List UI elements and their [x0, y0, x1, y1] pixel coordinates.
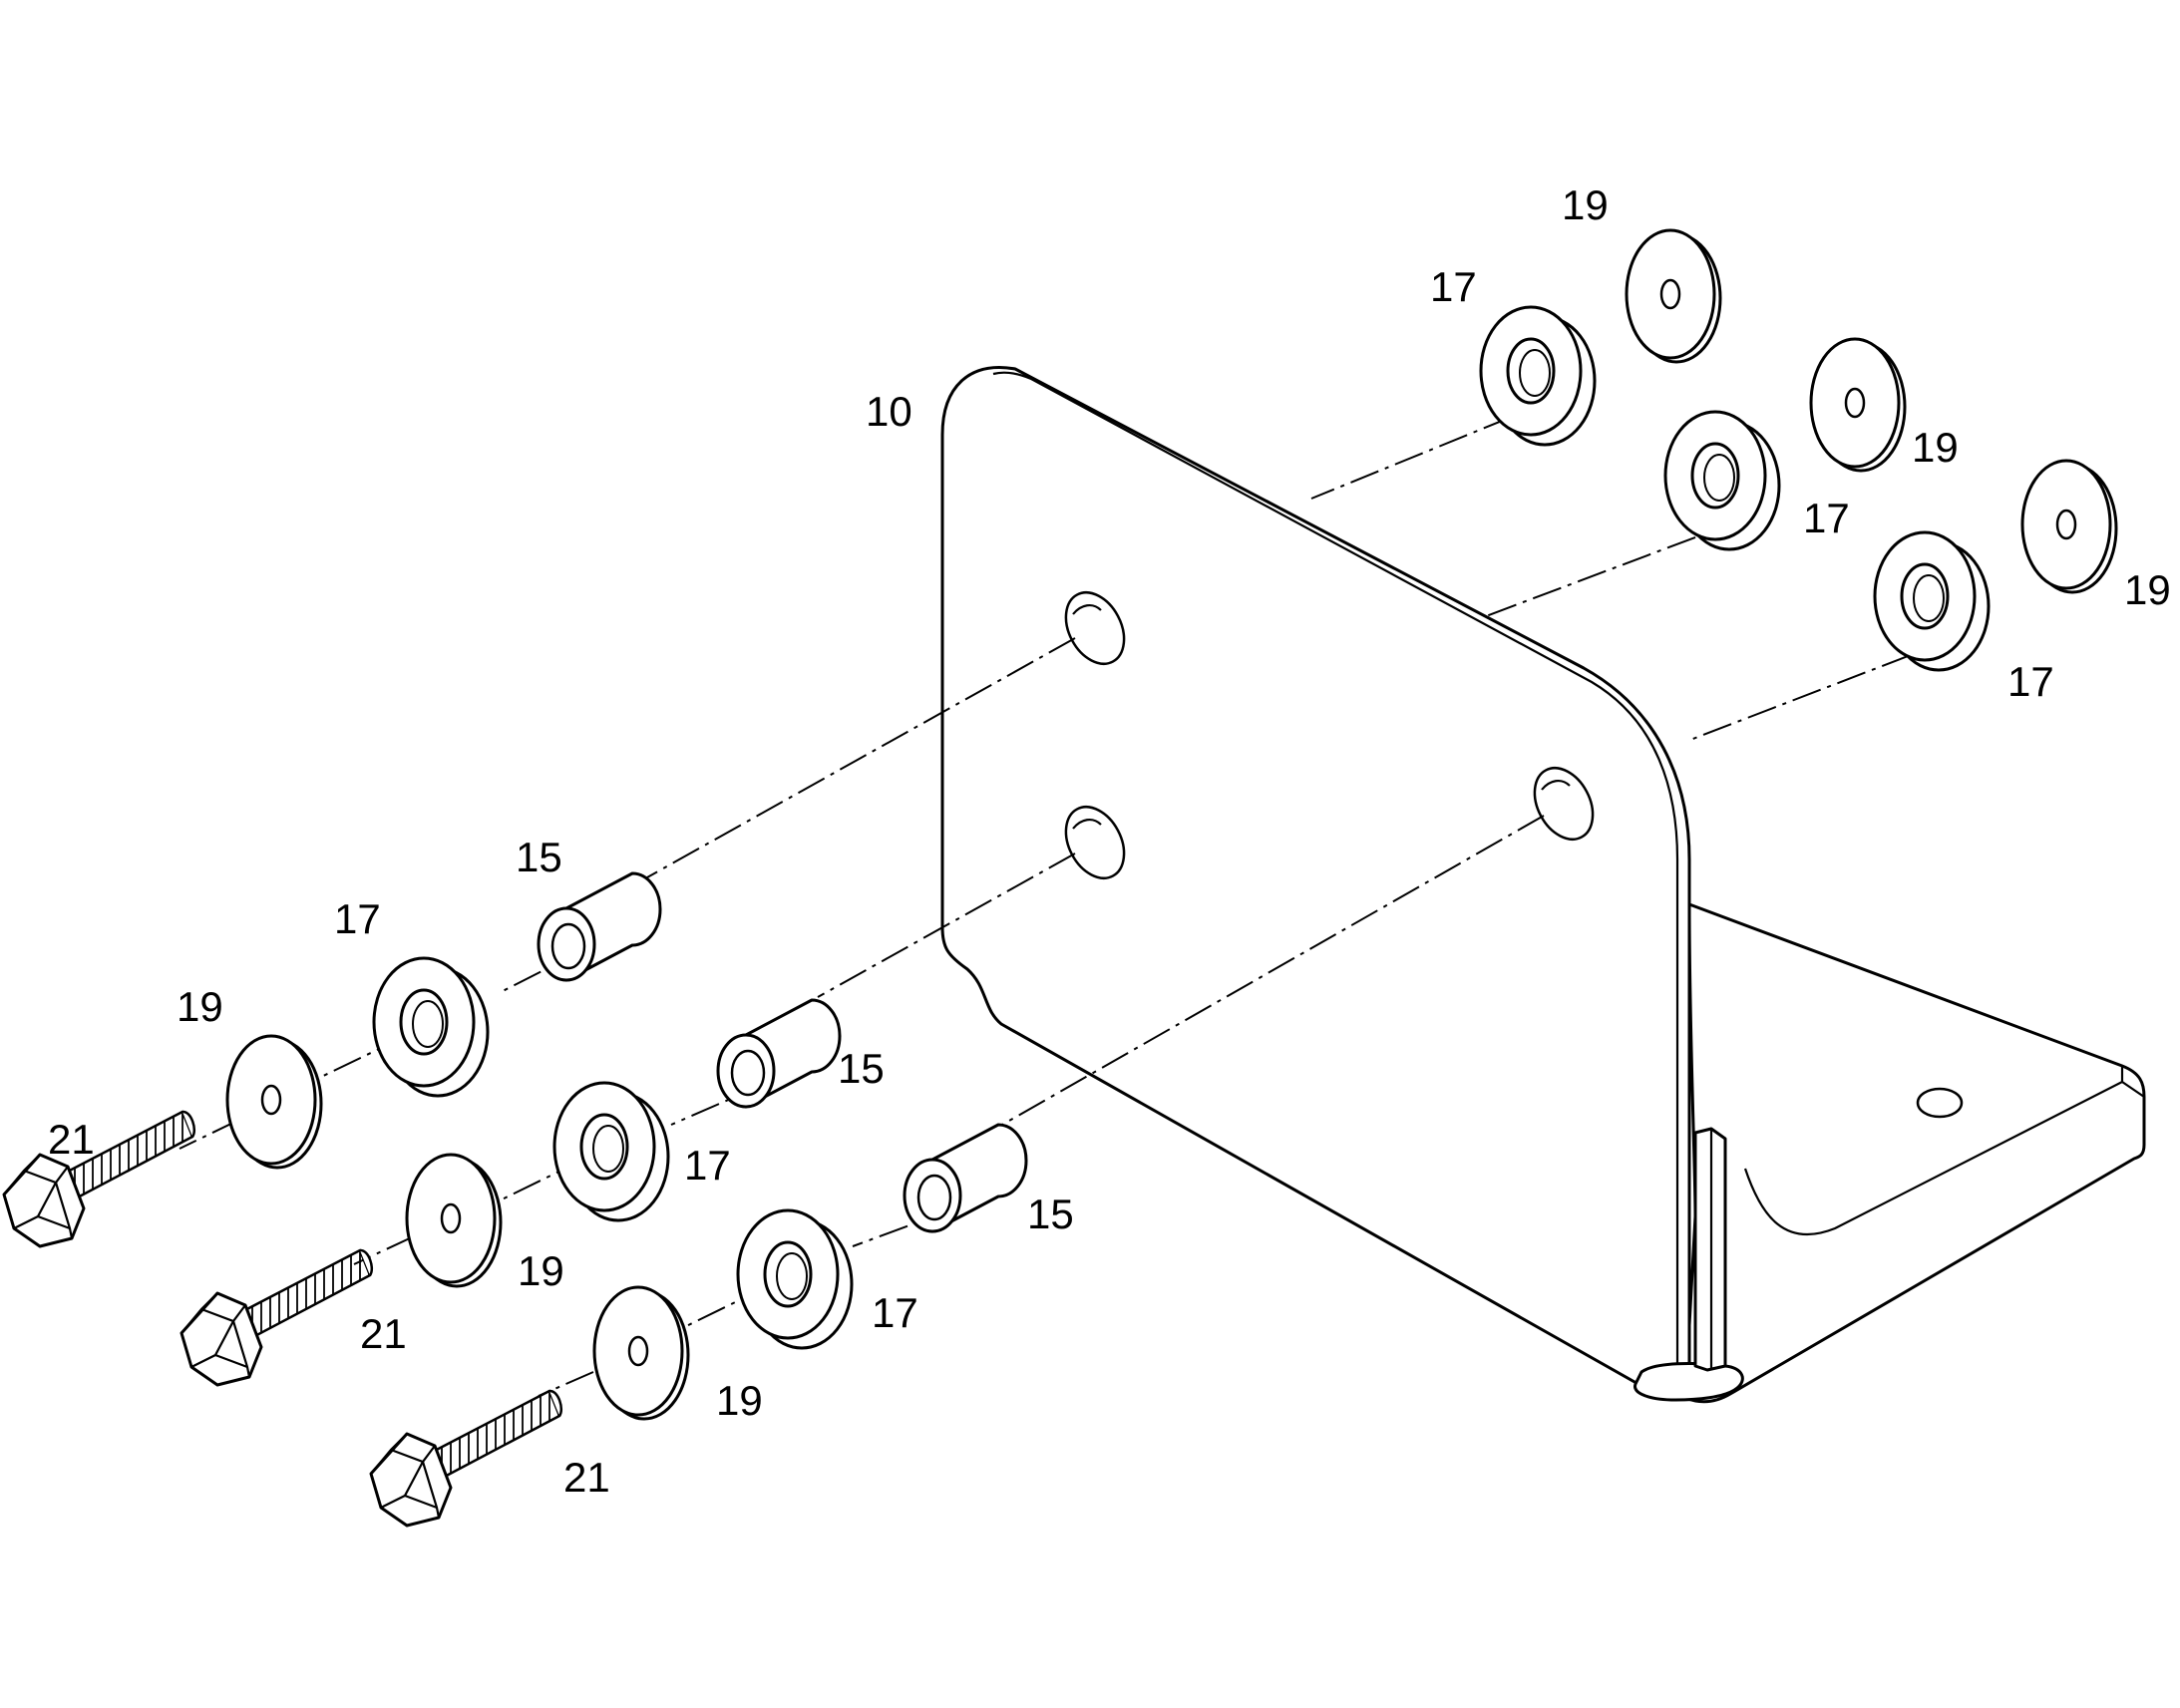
thick-washer-back-bottom [1873, 530, 1991, 672]
thick-washer-front-middle [552, 1081, 670, 1222]
bracket [940, 366, 2146, 1404]
callout-labels: 10 15 15 15 17 17 17 17 17 17 19 19 19 1… [48, 181, 2171, 1501]
callout-21-top: 21 [48, 1116, 95, 1163]
flat-washer-back-middle [1809, 337, 1907, 473]
spacer-middle [716, 998, 842, 1109]
callout-17-front-bottom: 17 [872, 1289, 918, 1336]
callout-17-back-middle: 17 [1803, 495, 1850, 541]
callout-19-front-middle: 19 [518, 1247, 564, 1294]
bolt-middle [180, 1248, 374, 1387]
thick-washer-front-bottom [736, 1208, 854, 1350]
callout-15-middle: 15 [838, 1045, 885, 1092]
flat-washer-back-bottom [2020, 459, 2118, 594]
callout-17-back-top: 17 [1430, 263, 1477, 310]
flat-washer-back-top [1625, 228, 1722, 364]
bolt-top [2, 1110, 196, 1248]
callout-17-back-bottom: 17 [2007, 658, 2054, 705]
flat-washer-front-bottom [592, 1285, 690, 1421]
thick-washer-front-top [372, 956, 490, 1098]
callout-17-front-middle: 17 [684, 1142, 731, 1189]
spacer-top [537, 871, 662, 982]
flat-washer-front-middle [405, 1153, 503, 1288]
callout-19-back-bottom: 19 [2124, 566, 2171, 613]
bolt-bottom [369, 1389, 563, 1528]
bracket-plate-hole-right [1533, 767, 1595, 841]
bracket-lip-edge [1743, 1080, 2145, 1236]
callout-15-bottom: 15 [1027, 1191, 1074, 1237]
callout-19-front-top: 19 [177, 983, 223, 1030]
callout-19-back-top: 19 [1562, 181, 1609, 228]
callout-10: 10 [866, 388, 912, 435]
callout-21-middle: 21 [360, 1310, 407, 1357]
callout-17-front-top: 17 [334, 895, 381, 942]
thick-washer-back-middle [1663, 410, 1781, 551]
bracket-vertical-plate [940, 366, 1691, 1393]
spacer-bottom [903, 1123, 1028, 1233]
callout-21-bottom: 21 [563, 1454, 610, 1501]
callout-15-top: 15 [516, 834, 562, 880]
flat-washer-front-top [225, 1034, 323, 1170]
thick-washer-back-top [1479, 305, 1597, 447]
bracket-base-plate [1683, 902, 2146, 1404]
callout-19-front-bottom: 19 [716, 1377, 763, 1424]
bracket-base-hole [1916, 1087, 1964, 1119]
callout-19-back-middle: 19 [1912, 424, 1959, 471]
bracket-weld-bead [1634, 1362, 1744, 1402]
